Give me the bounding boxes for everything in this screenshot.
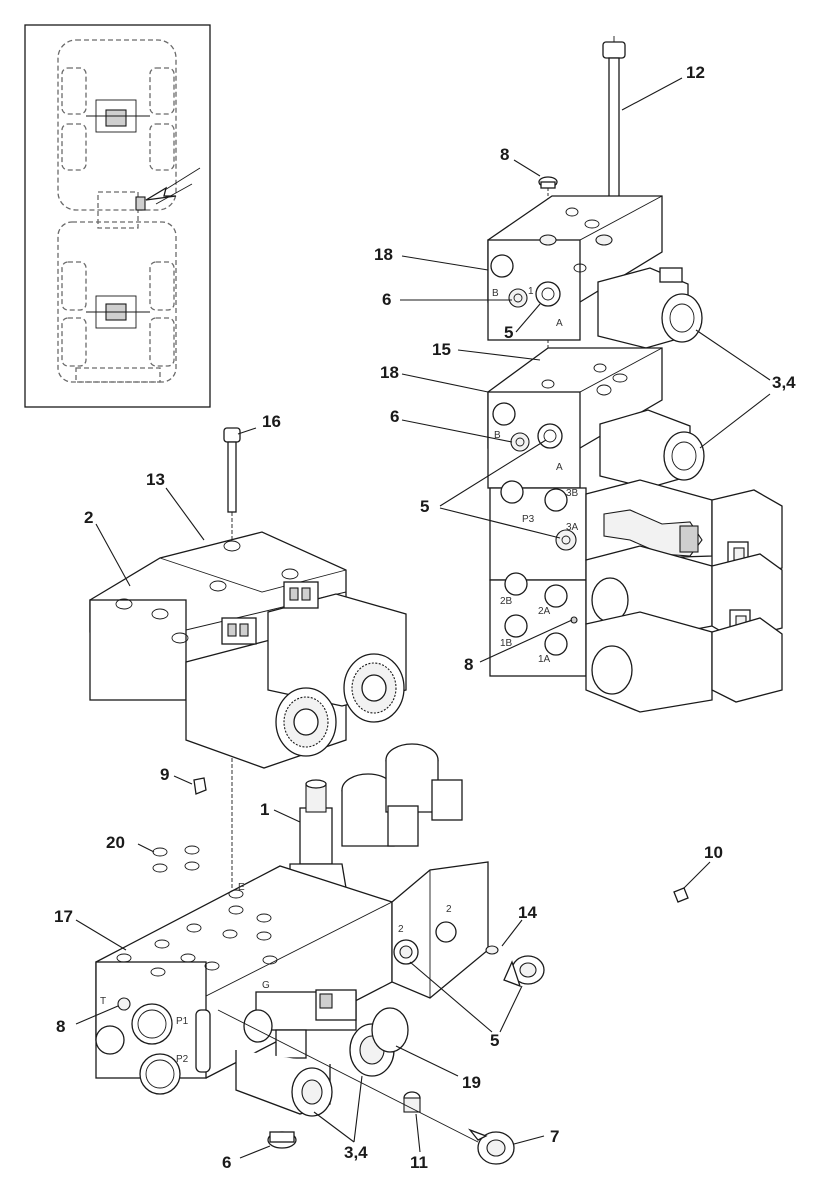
port-label-2b: 2B	[500, 596, 513, 607]
port-label-2a: 2A	[538, 606, 551, 617]
callout-20: 20	[106, 833, 125, 852]
upper-valve-stack	[487, 36, 783, 713]
port-label-2-left: 2	[398, 924, 404, 935]
port-label-g: G	[262, 980, 270, 991]
callout-10: 10	[704, 843, 723, 862]
callout-12: 12	[686, 63, 705, 82]
leader-lines	[75, 77, 771, 1159]
port-label-1b: 1B	[500, 638, 513, 649]
port-labels: B A 1 B A P3 3B 3A 2B 2A 1B 1A T P1 P2 E…	[100, 286, 579, 1065]
callout-2: 2	[84, 508, 93, 527]
callout-6-mid: 6	[390, 407, 399, 426]
port-label-3b: 3B	[566, 488, 579, 499]
port-label-t: T	[100, 996, 106, 1007]
callout-6-bottom: 6	[222, 1153, 231, 1172]
callout-7: 7	[550, 1127, 559, 1146]
callout-5-bottom: 5	[490, 1031, 499, 1050]
port-label-a-mid: A	[556, 462, 563, 473]
callout-19: 19	[462, 1073, 481, 1092]
port-label-p2: P2	[176, 1054, 189, 1065]
locator-inset	[24, 24, 211, 408]
callout-9: 9	[160, 765, 169, 784]
port-label-b-mid: B	[494, 430, 501, 441]
port-label-b-top: B	[492, 288, 499, 299]
callout-5-mid: 5	[420, 497, 429, 516]
callout-17: 17	[54, 907, 73, 926]
port-label-3a: 3A	[566, 522, 579, 533]
left-solenoid-pair	[89, 427, 407, 890]
callout-11: 11	[410, 1153, 428, 1172]
port-label-1a: 1A	[538, 654, 551, 665]
callout-13: 13	[146, 470, 165, 489]
callout-18-top: 18	[374, 245, 393, 264]
port-label-2-right: 2	[446, 904, 452, 915]
callout-3-4-top: 3,4	[772, 373, 796, 392]
callout-15: 15	[432, 340, 451, 359]
callout-18-mid: 18	[380, 363, 399, 382]
callout-numbers: 12 8 18 6 5 15 18 3,4 6 5 8 16 13 2 9 1 …	[54, 63, 796, 1172]
port-label-p3: P3	[522, 514, 535, 525]
port-label-1-top: 1	[528, 286, 534, 297]
callout-5-top: 5	[504, 323, 513, 342]
callout-3-4-bottom: 3,4	[344, 1143, 368, 1162]
callout-8-top: 8	[500, 145, 509, 164]
callout-16: 16	[262, 412, 281, 431]
port-label-a-top: A	[556, 318, 563, 329]
lower-manifold	[95, 743, 689, 1165]
port-label-p1: P1	[176, 1016, 189, 1027]
callout-8-mid: 8	[464, 655, 473, 674]
callout-8-left: 8	[56, 1017, 65, 1036]
callout-6-top: 6	[382, 290, 391, 309]
callout-14: 14	[518, 903, 537, 922]
port-label-e: E	[238, 882, 245, 893]
callout-1: 1	[260, 800, 269, 819]
